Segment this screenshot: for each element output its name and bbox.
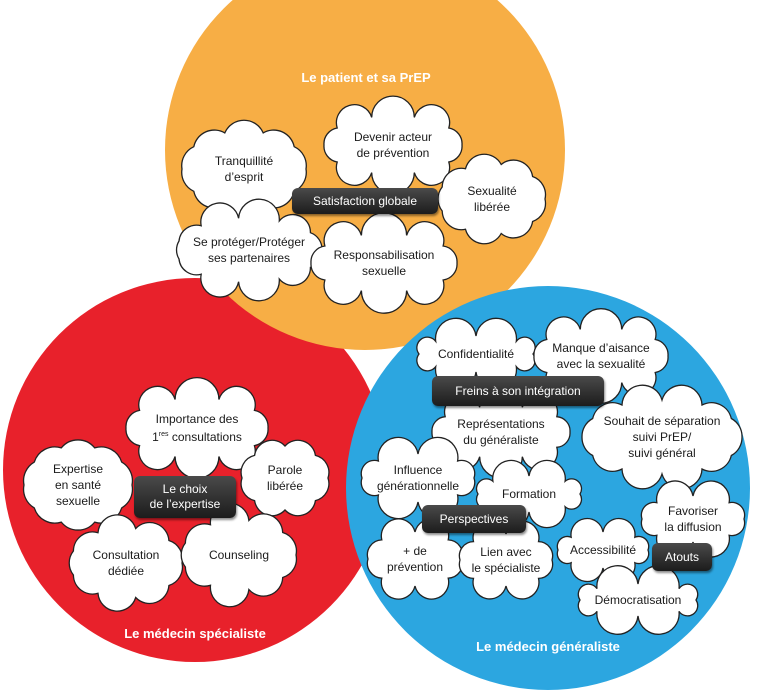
cloud-outline [180,502,298,608]
cloud-importance-consultations: Importance des 1res consultations [120,376,274,480]
cloud-text: + de prévention [386,544,444,574]
cloud-accessibilite: Accessibilité [552,517,654,583]
importance-rest: consultations [168,430,242,444]
cloud-plus-prevention: + de prévention [362,518,468,600]
cloud-text: Se protéger/Protéger ses partenaires [192,235,306,265]
cloud-text: Importance des 1res consultations [120,392,274,464]
cloud-shape [125,376,269,480]
pill-perspectives: Perspectives [422,505,526,533]
importance-sup: res [158,431,169,438]
cloud-outline [175,198,323,302]
cloud-shape [437,153,547,245]
cloud-souhait-separation: Souhait de séparation suivi PrEP/ suivi … [576,384,748,490]
pill-choix-expertise: Le choix de l’expertise [134,476,236,518]
cloud-tranquillite: Tranquillité d’esprit [176,119,312,219]
cloud-outline [68,514,184,612]
cloud-lien-specialiste: Lien avec le spécialiste [454,520,558,600]
cloud-shape [310,212,458,314]
specialist-circle-title: Le médecin spécialiste [124,626,266,641]
cloud-outline [437,153,547,245]
cloud-outline [581,384,743,490]
cloud-text: Parole libérée [266,463,304,493]
cloud-outline [323,95,463,195]
generalist-circle-title: Le médecin généraliste [476,639,620,654]
cloud-shape [458,520,554,600]
cloud-counseling: Counseling [176,502,302,608]
cloud-influence: Influence générationnelle [356,436,480,520]
cloud-shape [640,480,746,558]
cloud-outline [640,480,746,558]
cloud-shape [180,502,298,608]
cloud-representations: Représentations du généraliste [426,385,576,479]
cloud-devenir-acteur: Devenir acteur de prévention [318,95,468,195]
cloud-text: Représentations du généraliste [457,417,545,447]
cloud-shape [175,198,323,302]
cloud-text: Manque d’aisance avec la sexualité [552,341,650,371]
cloud-confidentialite: Confidentialité [413,317,539,391]
cloud-text: Lien avec le spécialiste [471,545,541,575]
cloud-expertise-sante: Expertise en santé sexuelle [18,439,138,531]
cloud-shape [240,439,330,517]
patient-circle-title: Le patient et sa PrEP [301,70,431,85]
cloud-consultation-dediee: Consultation dédiée [64,514,188,612]
cloud-text: Consultation dédiée [92,548,160,578]
cloud-shape [323,95,463,195]
cloud-parole-liberee: Parole libérée [236,439,334,517]
cloud-democratisation: Démocratisation [574,565,702,635]
cloud-responsabilisation: Responsabilisation sexuelle [305,212,463,314]
cloud-sexualite-liberee: Sexualité libérée [433,153,551,245]
cloud-text: Responsabilisation sexuelle [333,248,435,278]
cloud-outline [458,520,554,600]
cloud-text: Sexualité libérée [467,184,517,214]
cloud-text: Influence générationnelle [376,463,460,493]
cloud-outline [310,212,458,314]
cloud-shape [581,384,743,490]
cloud-text: Formation [501,487,557,501]
cloud-se-proteger: Se protéger/Protéger ses partenaires [170,198,328,302]
cloud-favoriser-diffusion: Favoriser la diffusion [636,480,750,558]
pill-freins-integration: Freins à son intégration [432,376,604,406]
pill-atouts: Atouts [652,543,712,571]
cloud-text: Souhait de séparation suivi PrEP/ suivi … [603,414,721,460]
cloud-outline [240,439,330,517]
cloud-text: Counseling [208,548,270,562]
cloud-text: Accessibilité [569,543,637,557]
pill-satisfaction-globale: Satisfaction globale [292,188,438,214]
importance-num: 1 [152,430,159,444]
importance-line1: Importance des [155,412,239,426]
cloud-text: Expertise en santé sexuelle [52,462,104,508]
cloud-text: Tranquillité d’esprit [214,154,274,184]
cloud-text: Confidentialité [437,347,515,361]
cloud-text: Démocratisation [594,593,682,607]
cloud-outline [125,376,269,480]
cloud-shape [68,514,184,612]
cloud-text: Favoriser la diffusion [664,504,722,534]
cloud-text: Devenir acteur de prévention [353,130,433,160]
